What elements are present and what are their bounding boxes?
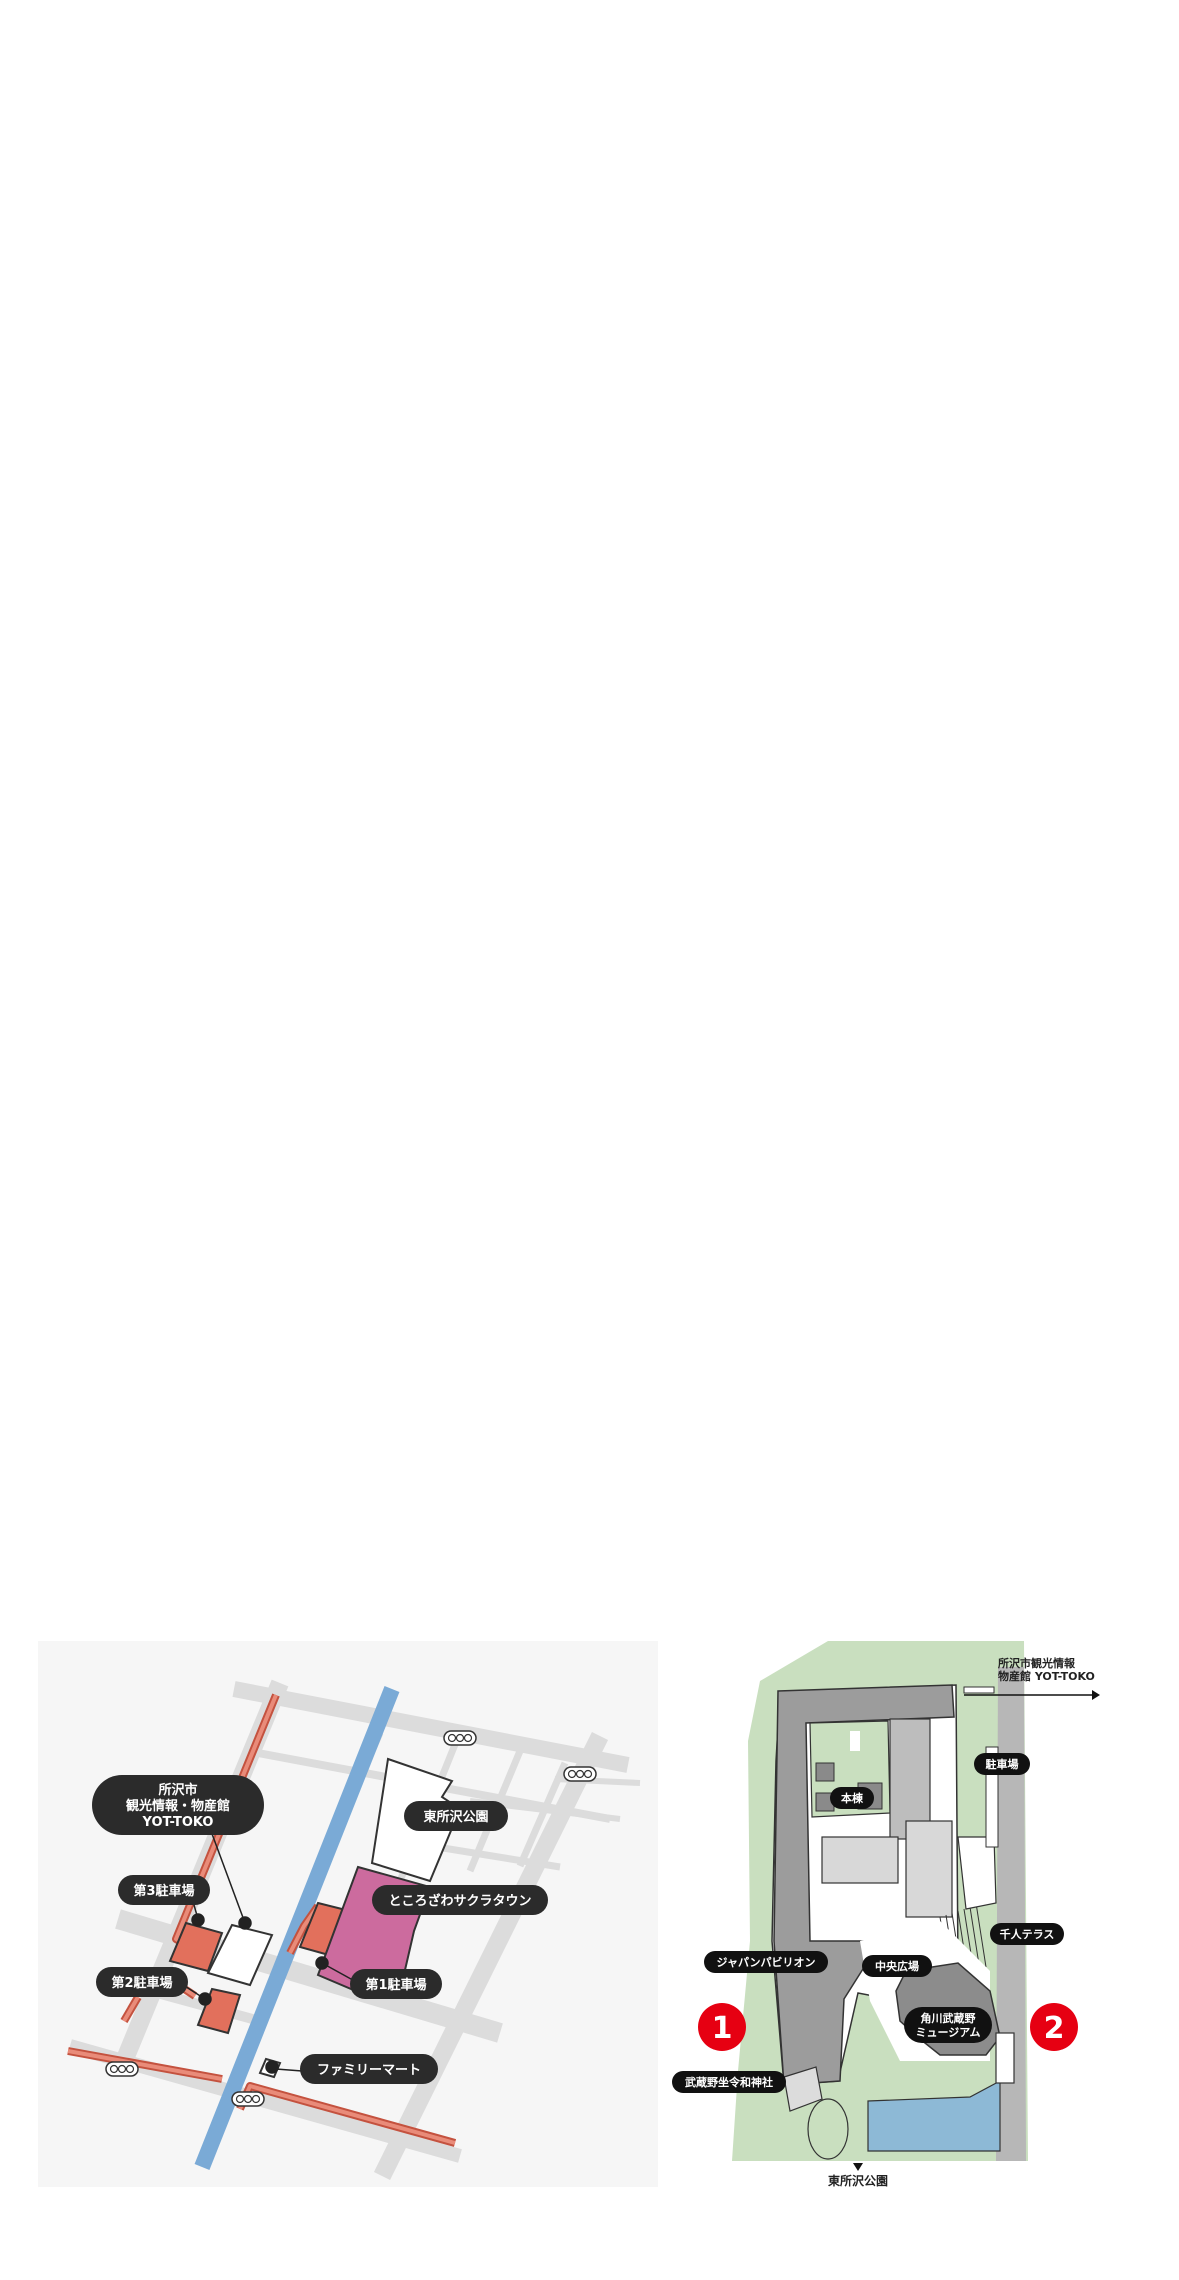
yot-toko-label-line2: 観光情報・物産館 bbox=[125, 1798, 230, 1814]
yot-toko-building bbox=[206, 1923, 274, 1987]
marker-dot bbox=[315, 1956, 329, 1970]
parking-label-text: 駐車場 bbox=[986, 1757, 1019, 1771]
yot-toko-direction-line2: 物産館 YOT-TOKO bbox=[998, 1669, 1095, 1683]
marker-1-number: 1 bbox=[712, 2011, 733, 2046]
shrine-grove bbox=[807, 2098, 849, 2160]
family-mart-label: ファミリーマート bbox=[300, 2054, 438, 2084]
building-block bbox=[850, 1731, 860, 1751]
left-leaders bbox=[179, 1822, 361, 2074]
maps-svg: 所沢市 観光情報・物産館 YOT-TOKO 第3駐車場 第2駐車場 第1駐車場 … bbox=[38, 1641, 1100, 2187]
road-block bbox=[963, 1686, 995, 1694]
parking-label: 駐車場 bbox=[974, 1753, 1030, 1775]
east-small-building bbox=[995, 2032, 1015, 2084]
main-building-label-text: 本棟 bbox=[841, 1791, 864, 1805]
higashi-park-direction-text: 東所沢公園 bbox=[828, 2173, 888, 2187]
central-plaza-label: 中央広場 bbox=[862, 1955, 932, 1977]
parking3-label: 第3駐車場 bbox=[118, 1875, 210, 1905]
south-arrow-icon bbox=[853, 2163, 863, 2171]
building-block bbox=[815, 1762, 835, 1782]
traffic-signal-icons bbox=[105, 1730, 597, 2107]
yot-toko-label-line3: YOT-TOKO bbox=[142, 1815, 214, 1830]
marker-2: 2 bbox=[1030, 2003, 1078, 2051]
water-area bbox=[867, 2080, 1001, 2152]
shrine-label: 武蔵野坐令和神社 bbox=[672, 2071, 786, 2093]
marker-1: 1 bbox=[698, 2003, 746, 2051]
shrine-building bbox=[783, 2066, 823, 2112]
right-mid-block bbox=[905, 1820, 953, 1918]
marker-dot bbox=[238, 1916, 252, 1930]
parking2-label-text: 第2駐車場 bbox=[111, 1975, 172, 1991]
main-building-label: 本棟 bbox=[830, 1787, 874, 1809]
family-mart-label-text: ファミリーマート bbox=[317, 2063, 421, 2078]
museum-label-line1: 角川武蔵野 bbox=[921, 2011, 976, 2025]
museum-label: 角川武蔵野 ミュージアム bbox=[904, 2007, 992, 2043]
central-plaza-label-text: 中央広場 bbox=[875, 1959, 919, 1973]
museum-label-line2: ミュージアム bbox=[915, 2026, 980, 2039]
marker-dot bbox=[191, 1913, 205, 1927]
east-annex bbox=[957, 1836, 997, 1910]
sakura-town-label-text: ところざわサクラタウン bbox=[388, 1893, 531, 1909]
senjin-terrace-label-text: 千人テラス bbox=[1000, 1927, 1055, 1941]
parking3-label-text: 第3駐車場 bbox=[133, 1883, 194, 1899]
parking1-label-text: 第1駐車場 bbox=[365, 1977, 426, 1993]
japan-pavilion-label-text: ジャパンパビリオン bbox=[717, 1955, 816, 1969]
yot-toko-label: 所沢市 観光情報・物産館 YOT-TOKO bbox=[92, 1775, 264, 1835]
senjin-terrace-label: 千人テラス bbox=[990, 1923, 1064, 1945]
left-area-map: 所沢市 観光情報・物産館 YOT-TOKO 第3駐車場 第2駐車場 第1駐車場 … bbox=[38, 1641, 658, 2187]
access-maps: 所沢市 観光情報・物産館 YOT-TOKO 第3駐車場 第2駐車場 第1駐車場 … bbox=[0, 1641, 1179, 2187]
right-site-map: 東所沢公園 所沢市観光情報 物産館 YOT-TOKO 本棟 駐車場 千人テラス … bbox=[672, 1641, 1100, 2187]
parking2-label: 第2駐車場 bbox=[96, 1967, 188, 1997]
river bbox=[194, 1686, 400, 2170]
marker-2-number: 2 bbox=[1044, 2011, 1065, 2046]
sakura-town-label: ところざわサクラタウン bbox=[372, 1885, 548, 1915]
right-tall-block bbox=[889, 1718, 931, 1840]
marker-dot bbox=[198, 1992, 212, 2006]
higashi-park-label-text: 東所沢公園 bbox=[423, 1809, 488, 1825]
shrine-label-text: 武蔵野坐令和神社 bbox=[685, 2075, 773, 2089]
yot-toko-arrow-head-icon bbox=[1092, 1690, 1100, 1700]
japan-pavilion-label: ジャパンパビリオン bbox=[704, 1951, 828, 1973]
parking1-label: 第1駐車場 bbox=[350, 1969, 442, 1999]
center-block bbox=[821, 1836, 899, 1884]
yot-toko-label-line1: 所沢市 bbox=[158, 1782, 197, 1798]
yot-toko-direction-line1: 所沢市観光情報 bbox=[998, 1656, 1076, 1670]
marker-dot bbox=[265, 2060, 279, 2074]
higashi-park-label: 東所沢公園 bbox=[404, 1801, 508, 1831]
